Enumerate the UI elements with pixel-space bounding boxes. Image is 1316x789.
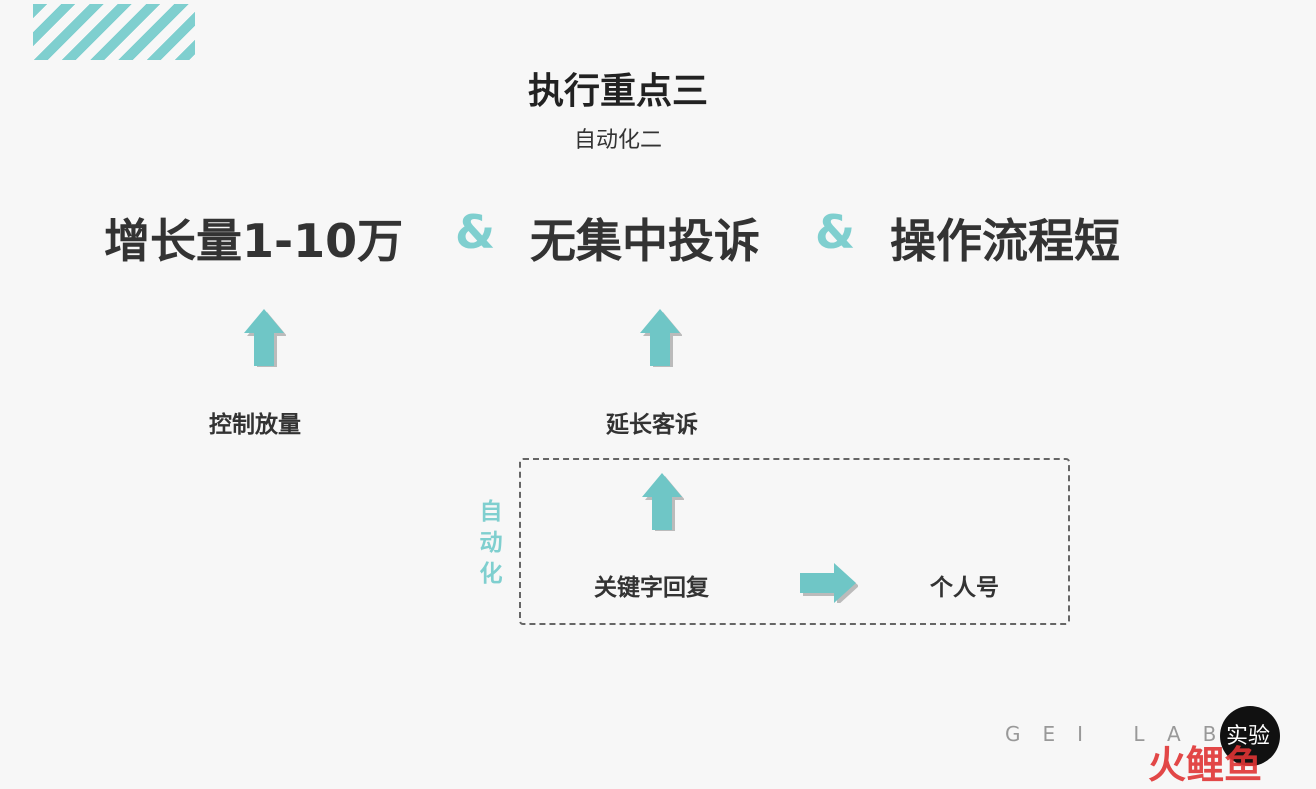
automation-vertical-label: 自 动 化 [478, 497, 504, 590]
slide-subtitle: 自动化二 [573, 128, 662, 153]
goal-growth: 增长量1-10万 [104, 214, 404, 268]
logo-circle-text: 实验 [1226, 724, 1271, 749]
decorative-stripes [33, 4, 195, 60]
up-arrow-icon [244, 309, 286, 367]
connector-ampersand-1: & [455, 205, 496, 259]
slide-title: 执行重点三 [527, 71, 708, 112]
label-personal-account: 个人号 [930, 575, 999, 601]
connector-ampersand-2: & [815, 205, 856, 259]
footer-brand-text: GEI LAB [1005, 722, 1239, 746]
automation-char-3: 化 [479, 561, 503, 587]
goal-short-process: 操作流程短 [890, 214, 1120, 268]
label-keyword-reply: 关键字回复 [594, 575, 709, 601]
up-arrow-icon [640, 309, 682, 367]
automation-box [519, 458, 1070, 625]
automation-char-1: 自 [479, 499, 503, 525]
logo-circle: 实验 [1220, 706, 1280, 766]
label-control-volume: 控制放量 [209, 412, 301, 438]
up-arrow-icon [642, 473, 684, 531]
automation-char-2: 动 [479, 530, 503, 556]
right-arrow-icon [800, 563, 858, 603]
goal-no-complaints: 无集中投诉 [530, 214, 760, 268]
label-extend-complaints: 延长客诉 [606, 412, 698, 438]
brand-logo: 实验 火鲤鱼 [1148, 706, 1298, 787]
logo-red-text: 火鲤鱼 [1148, 743, 1263, 787]
